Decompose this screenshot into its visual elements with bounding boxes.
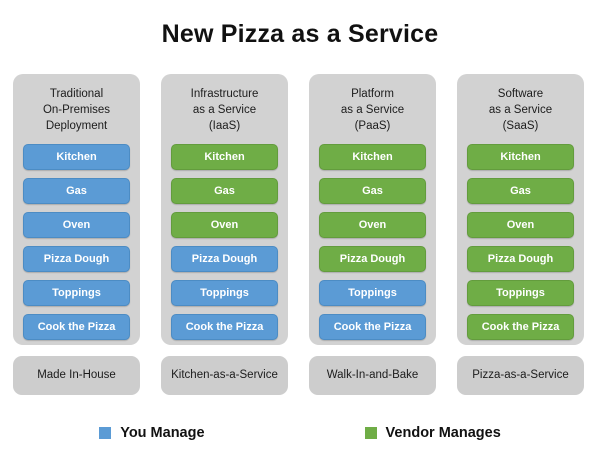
service-footer-label-deployment: Made In-House: [13, 356, 140, 395]
service-card-header-line: as a Service: [192, 104, 257, 116]
legend-label: Vendor Manages: [385, 425, 501, 441]
service-card-header-line: (IaaS): [208, 120, 241, 132]
service-item: Gas: [467, 178, 574, 204]
service-item: Gas: [23, 178, 130, 204]
service-card-header-line: Infrastructure: [190, 88, 259, 100]
service-footer-label-saas: Pizza-as-a-Service: [457, 356, 584, 395]
legend: You Manage Vendor Manages: [0, 425, 600, 441]
service-item: Kitchen: [171, 144, 278, 170]
service-item: Kitchen: [319, 144, 426, 170]
service-card-header-saas: Software as a Service (SaaS): [465, 84, 576, 144]
service-card-header-line: On-Premises: [42, 104, 111, 116]
service-card-header-line: (PaaS): [354, 120, 391, 132]
legend-swatch-you-icon: [99, 427, 112, 439]
service-card-header-line: as a Service: [488, 104, 553, 116]
service-item: Cook the Pizza: [23, 314, 130, 340]
service-item: Toppings: [23, 280, 130, 306]
service-card-header-paas: Platform as a Service (PaaS): [317, 84, 428, 144]
service-card-header-line: Platform: [351, 88, 394, 100]
legend-label: You Manage: [120, 425, 205, 441]
service-item: Cook the Pizza: [171, 314, 278, 340]
service-item: Toppings: [171, 280, 278, 306]
service-footer-label-iaas: Kitchen-as-a-Service: [161, 356, 288, 395]
legend-swatch-vendor-icon: [364, 427, 377, 439]
service-card-header-line: Deployment: [45, 120, 108, 132]
page-title: New Pizza as a Service: [161, 20, 439, 48]
service-item: Gas: [171, 178, 278, 204]
service-card-header-iaas: Infrastructure as a Service (IaaS): [169, 84, 280, 144]
service-card-header-line: as a Service: [340, 104, 405, 116]
service-item: Cook the Pizza: [467, 314, 574, 340]
service-item: Toppings: [319, 280, 426, 306]
service-item: Pizza Dough: [23, 246, 130, 272]
service-card-header-line: Software: [497, 88, 544, 100]
legend-entry-you: You Manage: [99, 425, 205, 441]
service-item: Gas: [319, 178, 426, 204]
service-item: Oven: [467, 212, 574, 238]
service-item: Kitchen: [467, 144, 574, 170]
service-item: Pizza Dough: [171, 246, 278, 272]
service-item: Pizza Dough: [467, 246, 574, 272]
service-card-header-line: (SaaS): [502, 120, 539, 132]
service-item: Oven: [319, 212, 426, 238]
service-item: Pizza Dough: [319, 246, 426, 272]
service-item: Kitchen: [23, 144, 130, 170]
service-item: Cook the Pizza: [319, 314, 426, 340]
service-item: Toppings: [467, 280, 574, 306]
service-footer-label-paas: Walk-In-and-Bake: [309, 356, 436, 395]
service-item: Oven: [23, 212, 130, 238]
service-card-header-line: Traditional: [49, 88, 104, 100]
legend-entry-vendor: Vendor Manages: [364, 425, 501, 441]
service-item: Oven: [171, 212, 278, 238]
